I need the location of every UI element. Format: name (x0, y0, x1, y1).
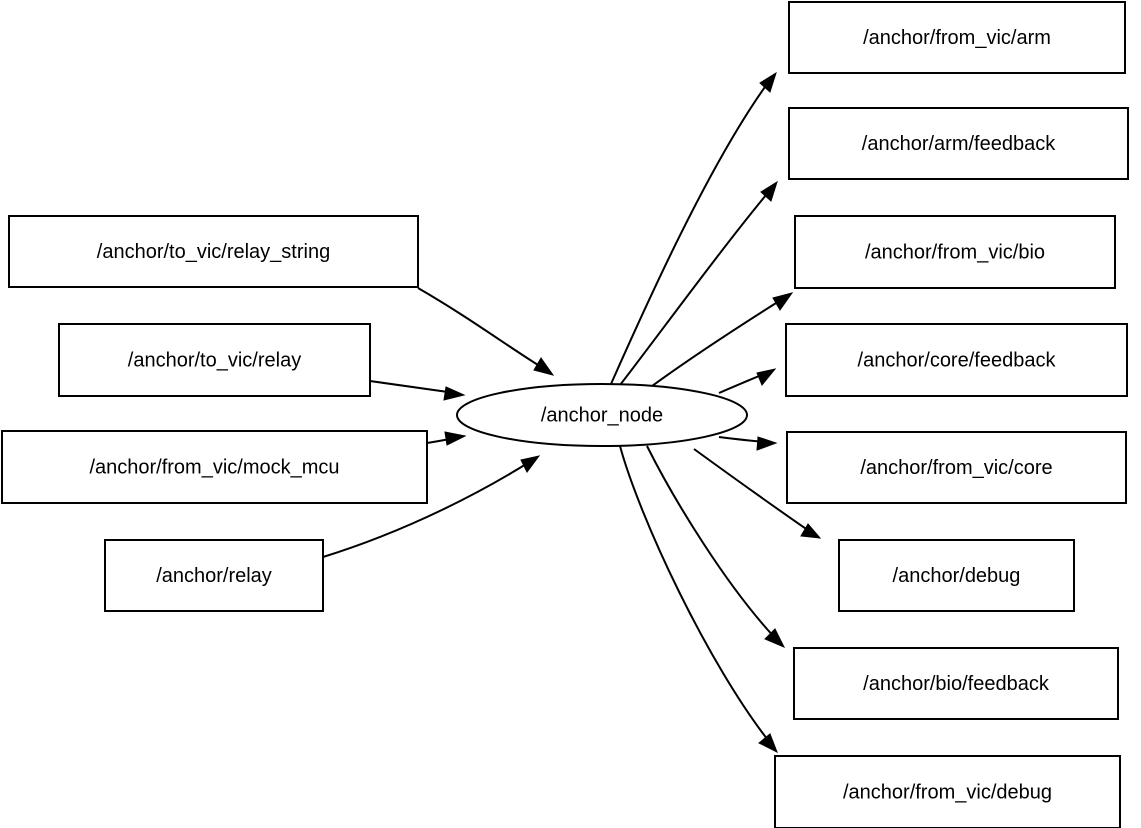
graph-edge[interactable] (693, 448, 822, 539)
graph-node-from_vic_debug[interactable]: /anchor/from_vic/debug (774, 755, 1121, 828)
graph-node-to_vic_relay_string[interactable]: /anchor/to_vic/relay_string (8, 215, 419, 288)
edge-arrowhead-icon (760, 180, 778, 202)
edge-line (322, 460, 532, 558)
graph-node-relay[interactable]: /anchor/relay (104, 539, 324, 612)
graph-edge[interactable] (718, 368, 777, 394)
edge-arrowhead-icon (758, 733, 778, 754)
node-box[interactable] (786, 431, 1127, 504)
graph-edge[interactable] (718, 436, 778, 451)
graph-node-from_vic_core[interactable]: /anchor/from_vic/core (786, 431, 1127, 504)
edge-line (619, 188, 772, 386)
graph-node-from_vic_bio[interactable]: /anchor/from_vic/bio (794, 215, 1116, 289)
edge-arrowhead-icon (800, 523, 822, 539)
graph-edge[interactable] (369, 380, 466, 401)
node-box[interactable] (785, 323, 1128, 397)
node-box[interactable] (8, 215, 419, 288)
graph-node-to_vic_relay[interactable]: /anchor/to_vic/relay (58, 323, 371, 397)
graph-node-core_feedback[interactable]: /anchor/core/feedback (785, 323, 1128, 397)
edge-line (610, 79, 771, 385)
graph-node-bio_feedback[interactable]: /anchor/bio/feedback (793, 647, 1119, 720)
graph-edge[interactable] (610, 71, 777, 385)
node-box[interactable] (794, 215, 1116, 289)
edge-arrowhead-icon (756, 368, 777, 386)
edges-layer (322, 71, 822, 754)
edge-arrowhead-icon (520, 455, 541, 473)
edge-line (646, 445, 778, 641)
edge-arrowhead-icon (443, 386, 466, 401)
node-box[interactable] (793, 647, 1119, 720)
node-box[interactable] (838, 539, 1075, 612)
node-box[interactable] (774, 755, 1121, 828)
edge-line (693, 448, 813, 534)
graph-node-debug[interactable]: /anchor/debug (838, 539, 1075, 612)
graph-edge[interactable] (426, 431, 467, 446)
graph-edge[interactable] (322, 455, 541, 558)
graph-edge[interactable] (619, 180, 778, 386)
graph-node-from_vic_arm[interactable]: /anchor/from_vic/arm (788, 1, 1126, 74)
edge-arrowhead-icon (756, 436, 778, 451)
edge-line (647, 297, 785, 390)
edge-arrowhead-icon (764, 628, 786, 648)
node-box[interactable] (1, 430, 428, 504)
graph-edge[interactable] (647, 292, 794, 390)
graph-edge[interactable] (417, 287, 555, 376)
graph-node-anchor_node[interactable]: /anchor_node (456, 383, 748, 447)
graph-edge[interactable] (646, 445, 786, 648)
edge-hit-area[interactable] (611, 80, 770, 384)
node-box[interactable] (104, 539, 324, 612)
edge-arrowhead-icon (772, 292, 794, 311)
graph-node-from_vic_mock_mcu[interactable]: /anchor/from_vic/mock_mcu (1, 430, 428, 504)
graph-edge[interactable] (619, 445, 778, 754)
edge-arrowhead-icon (444, 431, 467, 446)
node-box[interactable] (788, 1, 1126, 74)
node-box[interactable] (58, 323, 371, 397)
graph-node-arm_feedback[interactable]: /anchor/arm/feedback (788, 107, 1129, 180)
edge-hit-area[interactable] (647, 446, 777, 640)
edge-line (417, 287, 547, 371)
node-ellipse[interactable] (456, 383, 748, 447)
node-box[interactable] (788, 107, 1129, 180)
edge-arrowhead-icon (759, 71, 777, 93)
edge-line (619, 445, 772, 745)
edge-arrowhead-icon (533, 357, 555, 376)
